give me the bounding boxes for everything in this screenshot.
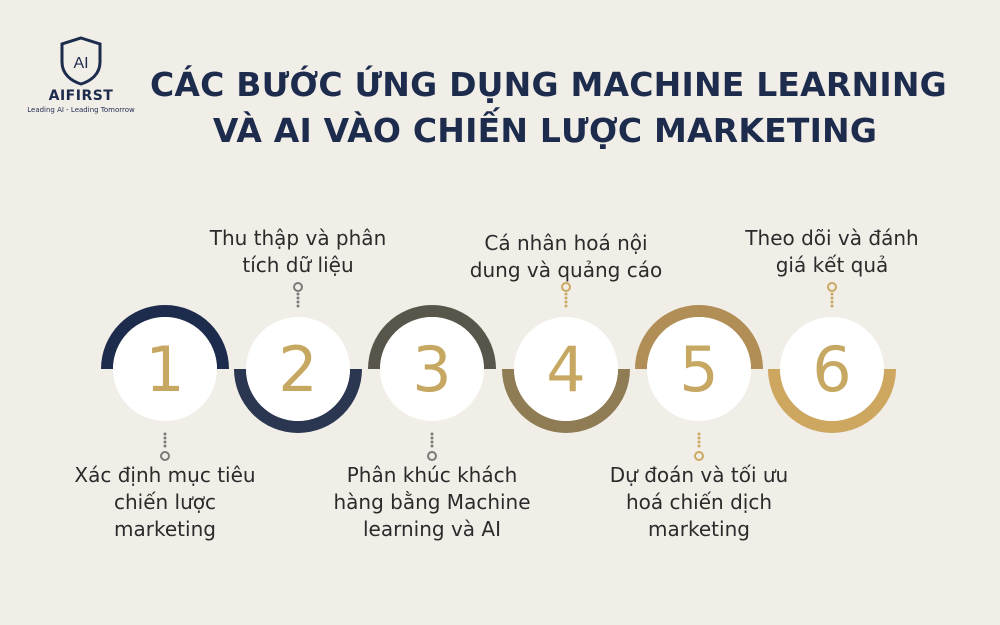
step-label-1: Xác định mục tiêu chiến lược marketing [74, 463, 256, 541]
step-arc [368, 305, 496, 369]
step-disc [113, 317, 217, 421]
connector-dot [163, 440, 167, 444]
brand-name: AIFIRST [48, 88, 114, 104]
title-line-1: CÁC BƯỚC ỨNG DỤNG MACHINE LEARNING [150, 65, 947, 104]
connector-dot [296, 304, 300, 308]
step-arc [768, 369, 896, 433]
step-label-2: Thu thập và phân tích dữ liệu [209, 226, 387, 277]
step-5: 5 [635, 305, 763, 461]
connector-dot [830, 292, 834, 296]
step-2: 2 [234, 282, 362, 433]
step-number: 6 [812, 333, 851, 406]
step-number: 3 [412, 333, 451, 406]
step-arc [635, 305, 763, 369]
step-4: 4 [502, 282, 630, 433]
step-3: 3 [368, 305, 496, 461]
connector-dot [296, 296, 300, 300]
step-number: 4 [546, 333, 585, 406]
connector-node [160, 451, 170, 461]
connector-dot [830, 300, 834, 304]
step-disc [246, 317, 350, 421]
title-line-2: VÀ AI VÀO CHIẾN LƯỢC MARKETING [212, 111, 878, 150]
step-number: 1 [145, 333, 184, 406]
step-disc [380, 317, 484, 421]
step-number: 5 [679, 333, 718, 406]
step-disc [647, 317, 751, 421]
connector-dot [430, 436, 434, 440]
connector-node [694, 451, 704, 461]
connector-node [561, 282, 571, 292]
connector-dot [830, 304, 834, 308]
connector-dot [564, 296, 568, 300]
connector-node [293, 282, 303, 292]
connector-dot [163, 436, 167, 440]
connector-dot [163, 432, 167, 436]
shield-logo-icon: AI [60, 36, 102, 86]
connector-node [427, 451, 437, 461]
step-arc [502, 369, 630, 433]
brand-tagline: Leading AI - Leading Tomorrow [27, 106, 135, 114]
step-label-3: Phân khúc khách hàng bằng Machine learni… [333, 463, 531, 541]
step-label-5: Dự đoán và tối ưu hoá chiến dịch marketi… [609, 463, 789, 541]
connector-dot [430, 432, 434, 436]
connector-node [827, 282, 837, 292]
step-disc [514, 317, 618, 421]
step-arc [101, 305, 229, 369]
logo-mark: AI [73, 55, 88, 72]
connector-dot [564, 304, 568, 308]
connector-dot [697, 436, 701, 440]
connector-dot [564, 300, 568, 304]
connector-dot [830, 296, 834, 300]
connector-dot [697, 440, 701, 444]
step-6: 6 [768, 282, 896, 433]
step-label-4: Cá nhân hoá nội dung và quảng cáo [469, 231, 663, 282]
connector-dot [430, 444, 434, 448]
step-arc [234, 369, 362, 433]
connector-dot [564, 292, 568, 296]
connector-dot [697, 432, 701, 436]
connector-dot [163, 444, 167, 448]
step-disc [780, 317, 884, 421]
brand-logo: AI AIFIRST Leading AI - Leading Tomorrow [16, 36, 146, 114]
connector-dot [296, 300, 300, 304]
step-1: 1 [101, 305, 229, 461]
step-label-6: Theo dõi và đánh giá kết quả [745, 226, 919, 277]
page-title: CÁC BƯỚC ỨNG DỤNG MACHINE LEARNING VÀ AI… [150, 62, 947, 154]
connector-dot [296, 292, 300, 296]
step-number: 2 [278, 333, 317, 406]
connector-dot [430, 440, 434, 444]
connector-dot [697, 444, 701, 448]
